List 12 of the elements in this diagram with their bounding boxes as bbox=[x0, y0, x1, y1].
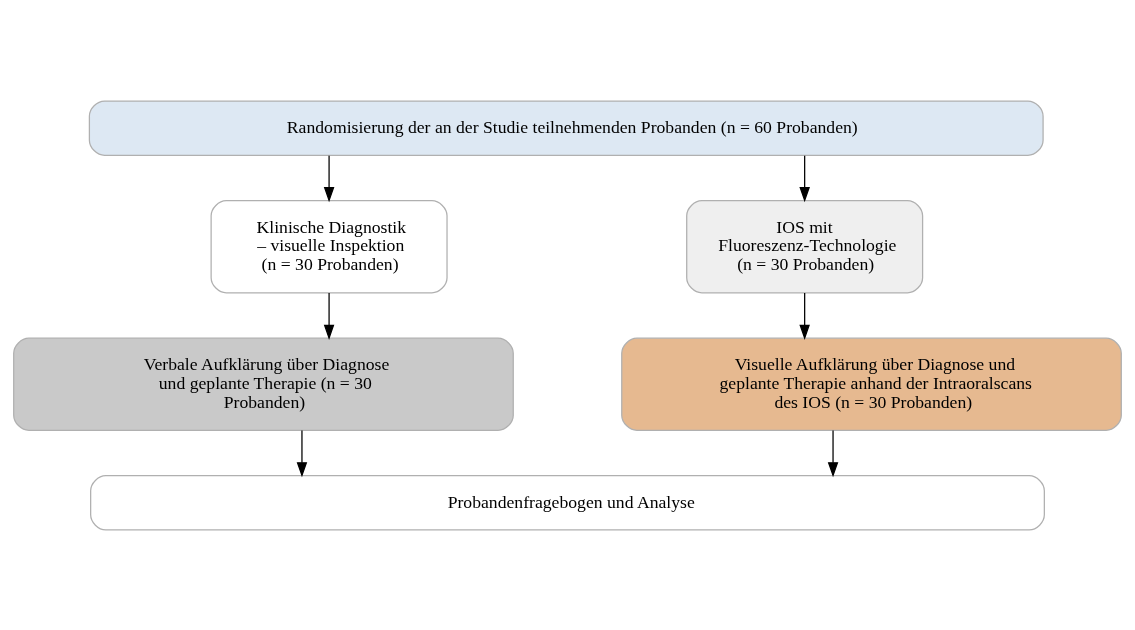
arrow bbox=[799, 154, 810, 202]
arrow bbox=[296, 429, 308, 477]
node-box: Randomisierung der an der Studie teilnehmenden Probanden (n = 60 Probanden) bbox=[88, 99, 1044, 156]
arrow bbox=[799, 291, 810, 340]
node-box: Visuelle Aufklärung über Diagnose und geplante Therapie anhand der Intraoralscans des IOS (n = 30 Probanden) bbox=[621, 337, 1122, 431]
arrow bbox=[323, 291, 335, 340]
node-box: Klinische Diagnostik – visuelle Inspektion (n = 30 Probanden) bbox=[210, 199, 448, 293]
arrow bbox=[827, 429, 839, 477]
node-box: IOS mit Fluoreszenz-Technologie (n = 30 Probanden) bbox=[686, 199, 924, 293]
node-box: Probandenfragebogen und Analyse bbox=[90, 474, 1045, 531]
arrow bbox=[323, 154, 335, 202]
node-box: Verbale Aufklärung über Diagnose und geplante Therapie (n = 30 Probanden) bbox=[13, 337, 514, 431]
